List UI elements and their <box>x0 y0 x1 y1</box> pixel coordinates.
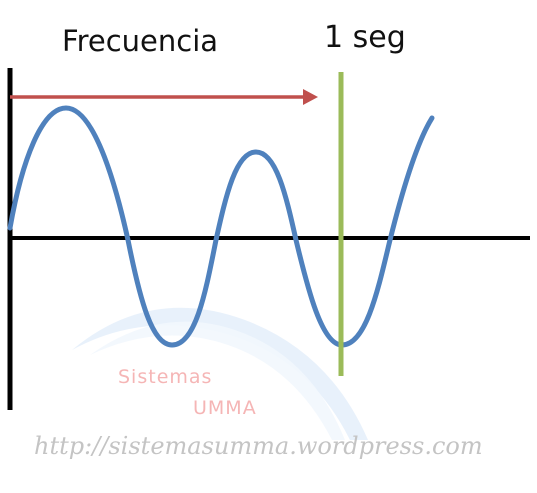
sine-wave <box>7 105 435 348</box>
watermark-arc <box>72 307 368 440</box>
one-second-label: 1 seg <box>324 20 406 55</box>
frequency-label: Frecuencia <box>62 24 219 58</box>
watermark-url: http://sistemasumma.wordpress.com <box>34 432 483 460</box>
frequency-arrow-head <box>303 89 318 105</box>
watermark-arc-inner <box>90 321 345 440</box>
watermark-sistemas: Sistemas <box>118 366 213 388</box>
watermark-umma: UMMA <box>193 397 257 419</box>
